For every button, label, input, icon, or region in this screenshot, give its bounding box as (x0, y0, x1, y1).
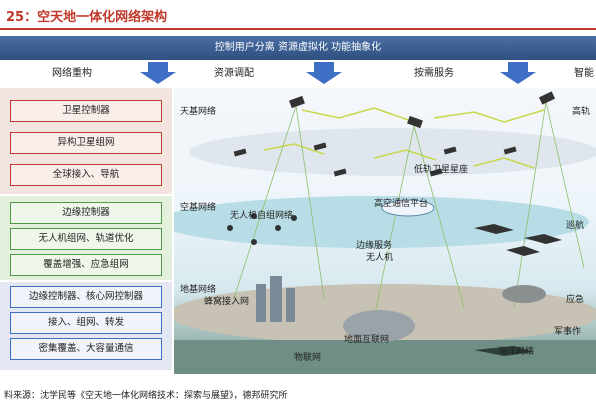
leo-constellation-label: 低轨卫星星座 (414, 165, 469, 175)
link-bolt (473, 157, 535, 169)
top-banner: 控制用户分离 资源虚拟化 功能抽象化 (0, 36, 596, 60)
access-forward-box: 接入、组网、转发 (10, 312, 162, 334)
city-buildings (256, 276, 295, 322)
drone-icon (275, 225, 281, 231)
uav-label: 无人机 (366, 253, 394, 263)
link-bolt (301, 107, 415, 123)
satellite-icon (313, 142, 327, 151)
cruise-label: 巡航 (566, 221, 585, 231)
ground-layer-label: 地基网络 (180, 285, 217, 295)
satellite-icon (233, 148, 247, 157)
air-layer-label: 空基网络 (180, 203, 217, 213)
link-bolt (263, 143, 325, 155)
coverage-line (373, 125, 415, 319)
header-resource-allocation: 资源调配 (214, 68, 254, 79)
satellite-icon (333, 168, 347, 177)
coverage-line (513, 101, 547, 309)
ship-icon (474, 346, 534, 356)
edge-service-label: 边缘服务 (356, 241, 393, 251)
terrestrial-internet-label: 地面互联网 (344, 335, 390, 345)
header-network-reconstruction: 网络重构 (52, 68, 92, 79)
drone-icon (251, 239, 257, 245)
coverage-emergency-box: 覆盖增强、应急组网 (10, 254, 162, 276)
satellite-icon (289, 95, 305, 109)
network-svg (159, 91, 596, 374)
plane-icon (474, 224, 514, 234)
link-bolt (373, 149, 437, 161)
high-orbit-label: 高轨 (572, 107, 591, 117)
ocean-network-label: 海洋网络 (498, 347, 535, 357)
air-layer-band (159, 196, 589, 248)
cellular-label: 蜂窝接入网 (204, 297, 250, 307)
coverage-line (233, 105, 297, 299)
military-label: 军事作 (554, 327, 582, 337)
iot-label: 物联网 (294, 353, 322, 363)
satellite-icons (233, 91, 556, 177)
emergency-dish-icon (502, 285, 546, 303)
down-arrow-icon (306, 62, 342, 84)
title-rule (0, 28, 596, 30)
network-illustration: 天基网络 空基网络 地基网络 高轨 低轨卫星星座 无人机自组网络 高空通信平台 … (159, 88, 596, 374)
satellite-icon (538, 91, 556, 105)
edge-core-controller-box: 边缘控制器、核心网控制器 (10, 286, 162, 308)
uav-networking-box: 无人机组网、轨道优化 (10, 228, 162, 250)
building-icon (270, 276, 282, 322)
sea-area (174, 340, 596, 374)
link-bolt (433, 109, 545, 123)
figure-title: 25：空天地一体化网络架构 (6, 10, 168, 25)
airship-icon (381, 199, 435, 217)
coverage-line (413, 125, 465, 309)
down-arrow-icon (500, 62, 536, 84)
plane-icon (524, 234, 562, 244)
header-intelligence: 智能 (574, 68, 594, 79)
satellite-icon (503, 146, 517, 155)
edge-controller-box: 边缘控制器 (10, 202, 162, 224)
emergency-label: 应急 (566, 295, 585, 305)
drone-icon (227, 225, 233, 231)
satellite-controller-box: 卫星控制器 (10, 100, 162, 122)
space-layer-label: 天基网络 (180, 107, 217, 117)
global-access-navigation-box: 全球接入、导航 (10, 164, 162, 186)
drone-icon (251, 213, 257, 219)
satellite-icon (443, 146, 457, 155)
drone-icon (291, 215, 297, 221)
coverage-line (295, 105, 325, 299)
source-note: 料来源：沈学民等《空天地一体化网络技术：探索与展望》，德邦研究所 (4, 391, 288, 401)
satellite-icon (429, 168, 443, 177)
uav-group-label: 无人机自组网络 (230, 211, 294, 221)
hap-label: 高空通信平台 (374, 199, 429, 209)
coverage-line (545, 101, 585, 269)
header-on-demand-service: 按需服务 (414, 68, 454, 79)
heterogeneous-satellite-networking-box: 异构卫星组网 (10, 132, 162, 154)
down-arrow-icon (140, 62, 176, 84)
plane-icon (506, 246, 540, 256)
satellite-icon (407, 115, 423, 129)
dense-coverage-box: 密集覆盖、大容量通信 (10, 338, 162, 360)
internet-cloud-icon (343, 310, 415, 342)
building-icon (286, 288, 295, 322)
uav-icons (227, 213, 562, 256)
leo-orbit-band (189, 128, 596, 176)
building-icon (256, 284, 266, 322)
